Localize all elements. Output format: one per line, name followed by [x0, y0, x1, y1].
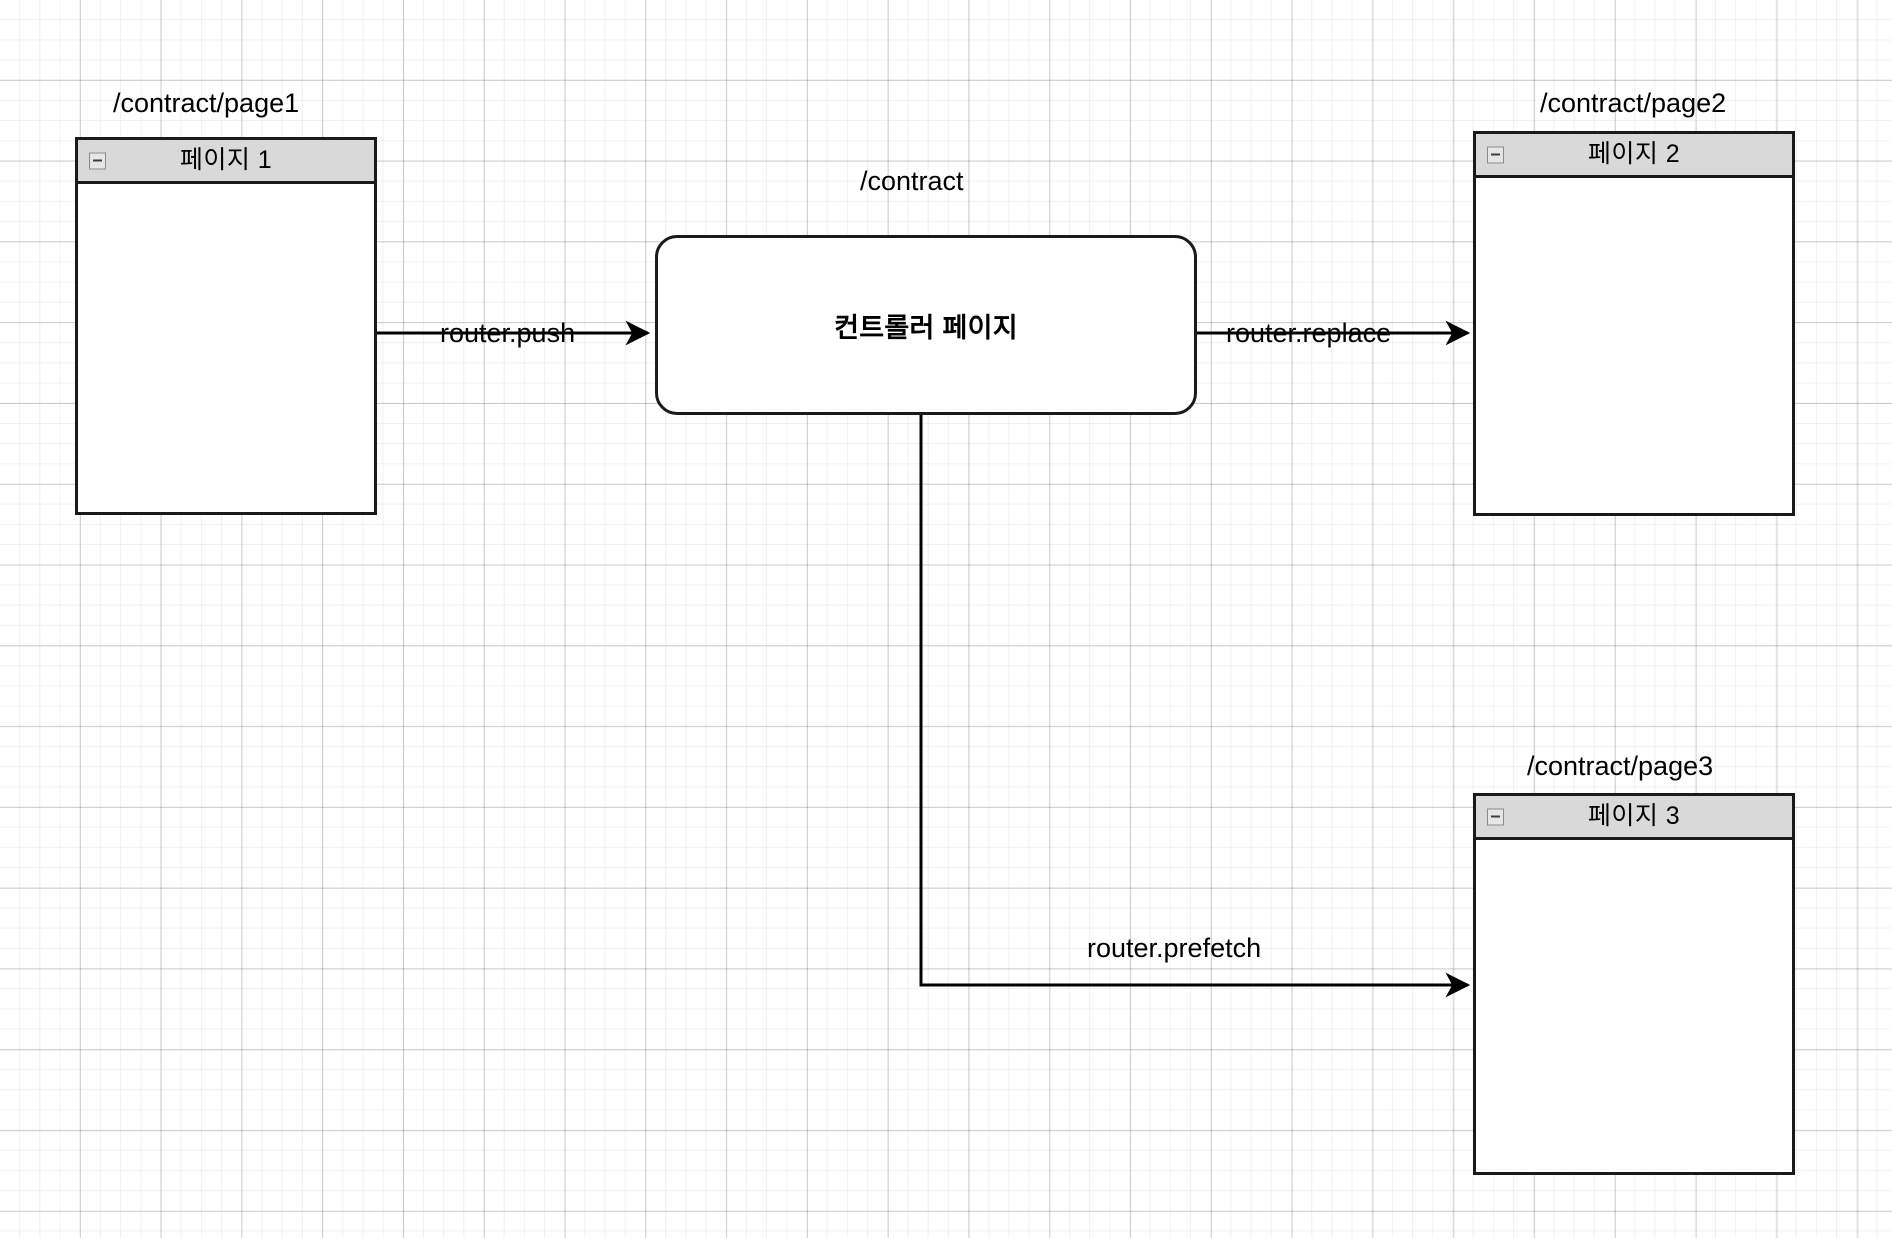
page2-title: 페이지 2: [1587, 140, 1681, 168]
route-caption-page1: /contract/page1: [113, 88, 300, 118]
minus-box-icon[interactable]: [1487, 808, 1504, 825]
page1-title: 페이지 1: [179, 146, 273, 174]
edge-label-replace: router.replace: [1226, 318, 1392, 348]
route-caption-controller: /contract: [860, 166, 964, 196]
page2-header: 페이지 2: [1476, 134, 1792, 178]
edge-prefetch-line: [919, 414, 1471, 998]
node-page1[interactable]: 페이지 1: [75, 137, 377, 515]
edge-label-prefetch: router.prefetch: [1087, 933, 1262, 963]
minus-box-icon[interactable]: [89, 152, 106, 169]
page3-header: 페이지 3: [1476, 796, 1792, 840]
node-controller[interactable]: 컨트롤러 페이지: [655, 235, 1197, 415]
minus-box-icon[interactable]: [1487, 146, 1504, 163]
route-caption-page2: /contract/page2: [1540, 88, 1727, 118]
page2-body: [1476, 178, 1792, 513]
page3-title: 페이지 3: [1587, 802, 1681, 830]
page1-body: [78, 184, 374, 512]
page3-body: [1476, 840, 1792, 1172]
node-page2[interactable]: 페이지 2: [1473, 131, 1795, 516]
controller-title: 컨트롤러 페이지: [834, 312, 1018, 343]
page1-header: 페이지 1: [78, 140, 374, 184]
edge-label-push: router.push: [440, 318, 576, 348]
node-page3[interactable]: 페이지 3: [1473, 793, 1795, 1175]
route-caption-page3: /contract/page3: [1527, 751, 1714, 781]
